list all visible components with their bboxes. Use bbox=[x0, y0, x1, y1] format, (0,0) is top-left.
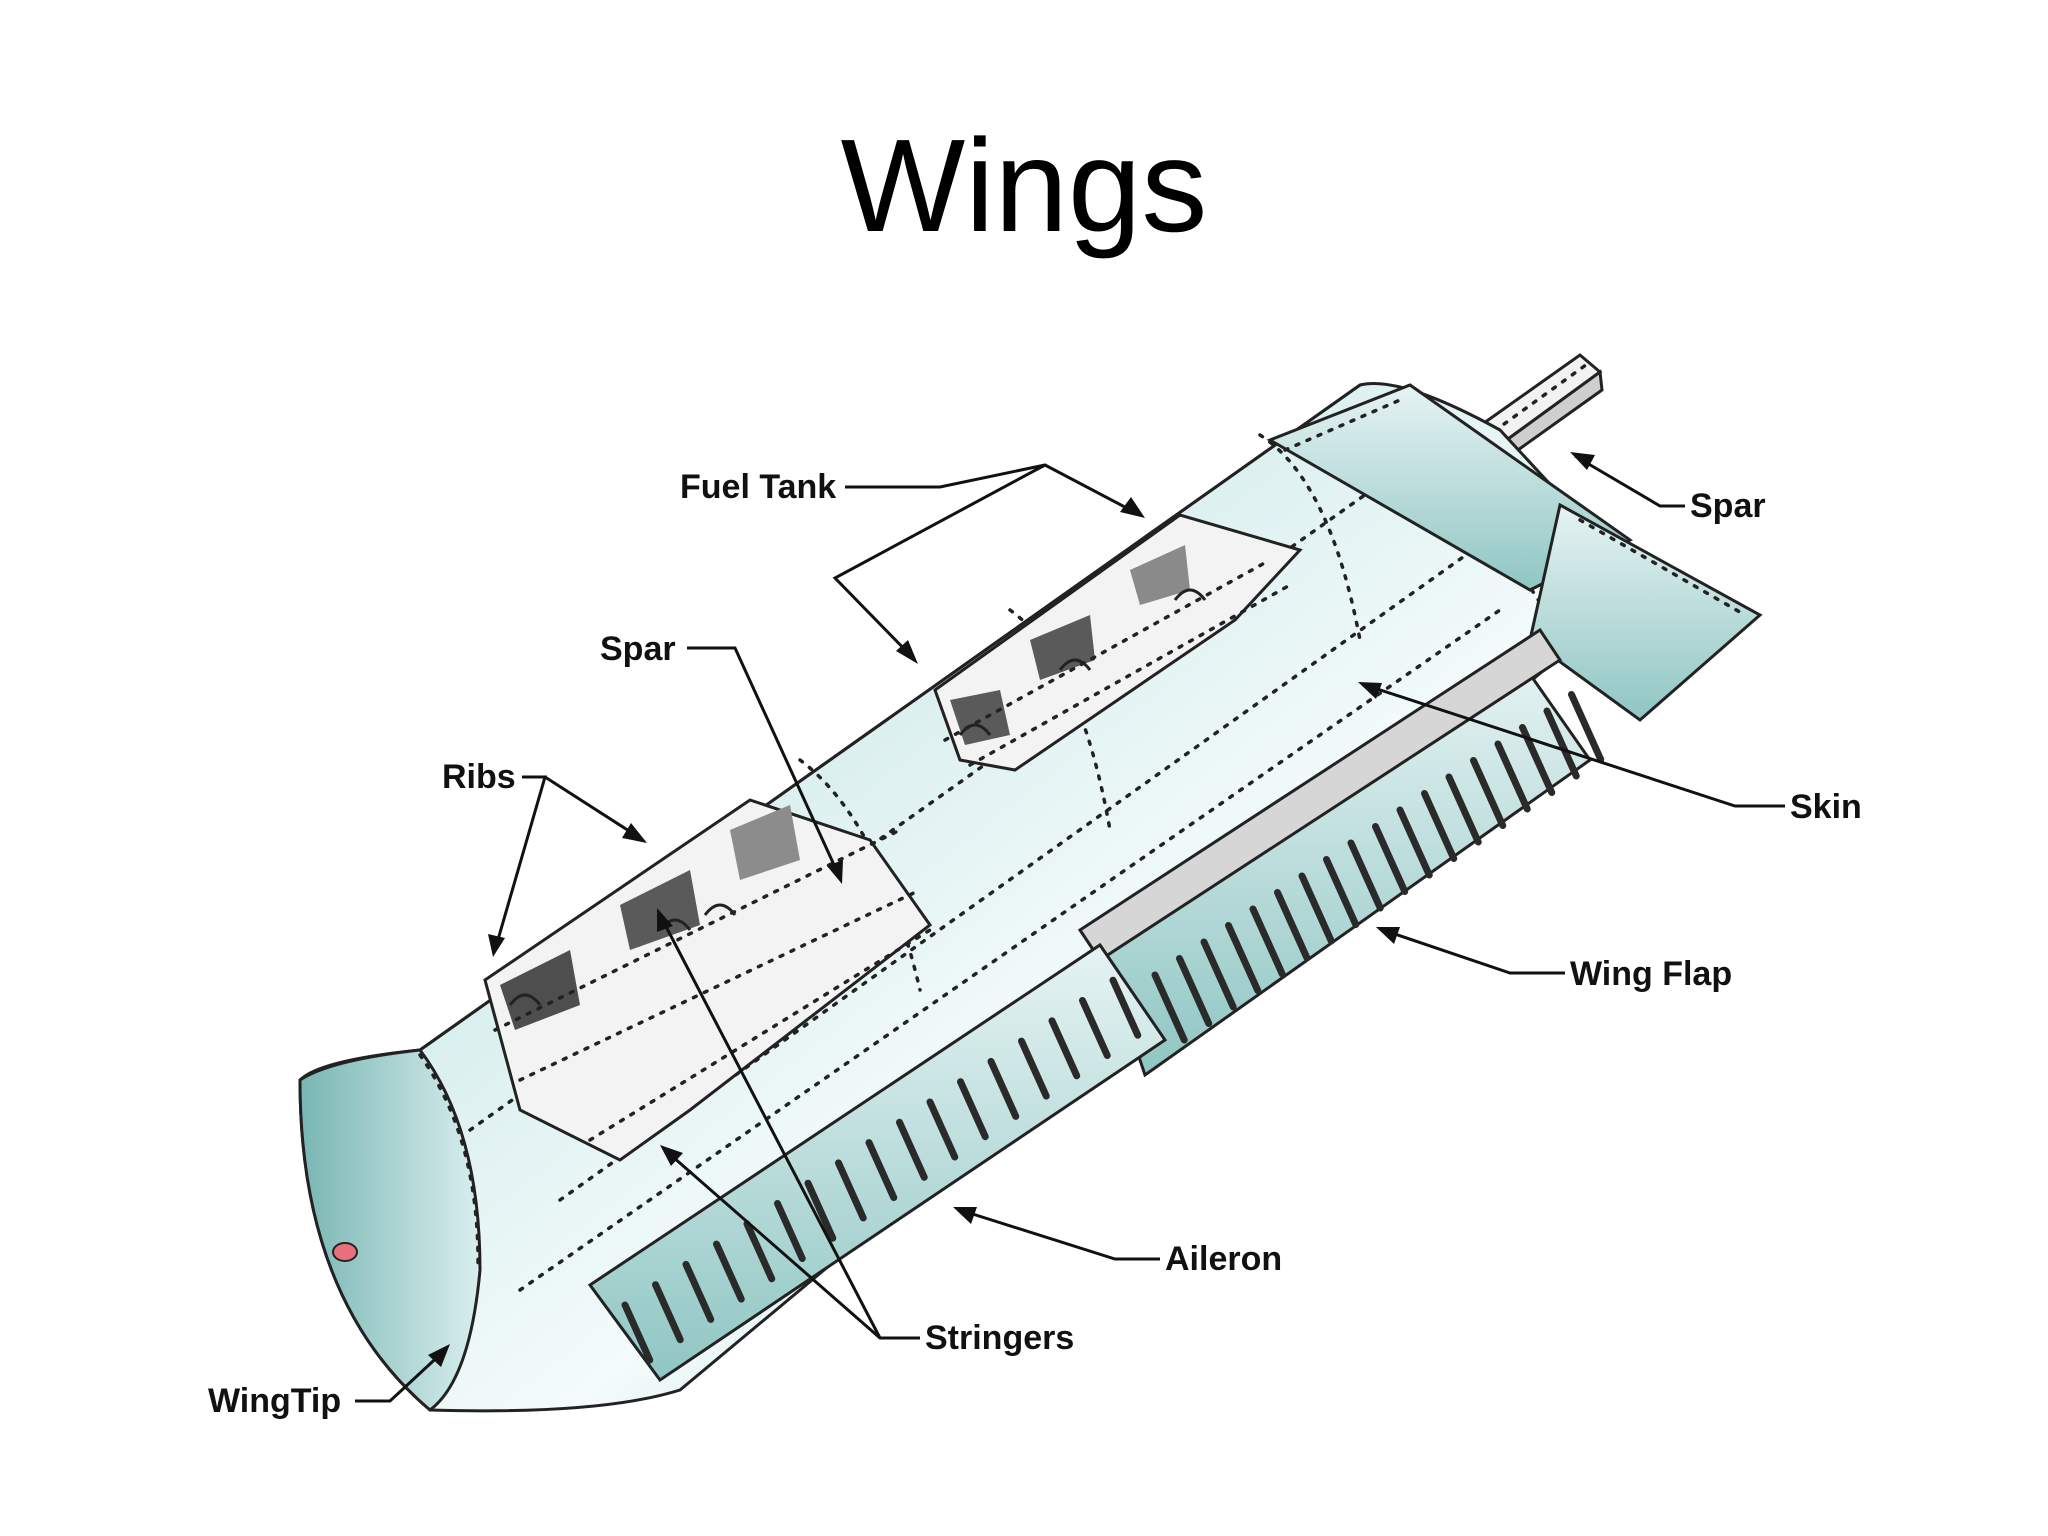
flap-slot bbox=[1151, 971, 1188, 1044]
aileron-slot bbox=[774, 1200, 806, 1262]
aileron-slot bbox=[1048, 1017, 1081, 1080]
label-spar-top: Spar bbox=[1690, 487, 1766, 525]
label-ribs: Ribs bbox=[442, 758, 516, 796]
flap-slot bbox=[1298, 872, 1335, 945]
aileron-slot bbox=[896, 1118, 928, 1181]
aileron-slot bbox=[652, 1281, 684, 1344]
aileron bbox=[587, 942, 1168, 1383]
flap-slot bbox=[1372, 823, 1409, 895]
label-skin: Skin bbox=[1790, 788, 1862, 826]
wing-flap bbox=[1077, 627, 1605, 1078]
flap-slot bbox=[1543, 707, 1580, 780]
flap-slot bbox=[1445, 773, 1482, 846]
label-wingtip: WingTip bbox=[208, 1382, 341, 1420]
aileron-slot bbox=[1109, 976, 1142, 1039]
nav-light bbox=[332, 1242, 358, 1262]
flap-slot bbox=[1200, 938, 1237, 1011]
aileron-slot bbox=[987, 1057, 1020, 1120]
aileron-slot bbox=[1079, 997, 1111, 1059]
label-spar-left: Spar bbox=[600, 630, 676, 668]
flap-slot bbox=[1274, 889, 1311, 961]
root-panel bbox=[1266, 383, 1763, 722]
label-wing-flap: Wing Flap bbox=[1570, 955, 1732, 993]
aileron-slot bbox=[835, 1159, 867, 1222]
wingtip bbox=[298, 1048, 482, 1412]
flap-slot bbox=[1176, 955, 1213, 1027]
wing-skin bbox=[298, 381, 1622, 1413]
flap-slot bbox=[1470, 757, 1507, 829]
aileron-slot bbox=[957, 1078, 989, 1141]
aileron-slot bbox=[743, 1220, 776, 1283]
leader-lines bbox=[355, 452, 1785, 1403]
aileron-slot bbox=[804, 1179, 837, 1242]
flap-slot bbox=[1347, 839, 1384, 912]
flap-slot bbox=[1494, 740, 1531, 813]
aileron-slot bbox=[713, 1240, 745, 1303]
aileron-slot bbox=[621, 1301, 654, 1364]
aileron-slot bbox=[865, 1139, 898, 1202]
flap-slot bbox=[1323, 856, 1360, 928]
label-fuel-tank: Fuel Tank bbox=[680, 468, 836, 506]
aileron-slot bbox=[926, 1098, 959, 1161]
flap-slot bbox=[1421, 790, 1458, 862]
cutaway-fuel-tank bbox=[933, 513, 1303, 772]
flap-slot bbox=[1396, 806, 1433, 879]
flap-slot bbox=[1249, 905, 1286, 978]
label-stringers: Stringers bbox=[925, 1319, 1074, 1357]
aileron-slot bbox=[1018, 1037, 1050, 1100]
flap-slot bbox=[1225, 922, 1262, 994]
label-aileron: Aileron bbox=[1165, 1240, 1282, 1278]
flap-slot bbox=[1568, 691, 1605, 763]
aileron-slot bbox=[682, 1260, 715, 1323]
slide-title: Wings bbox=[840, 112, 1208, 259]
